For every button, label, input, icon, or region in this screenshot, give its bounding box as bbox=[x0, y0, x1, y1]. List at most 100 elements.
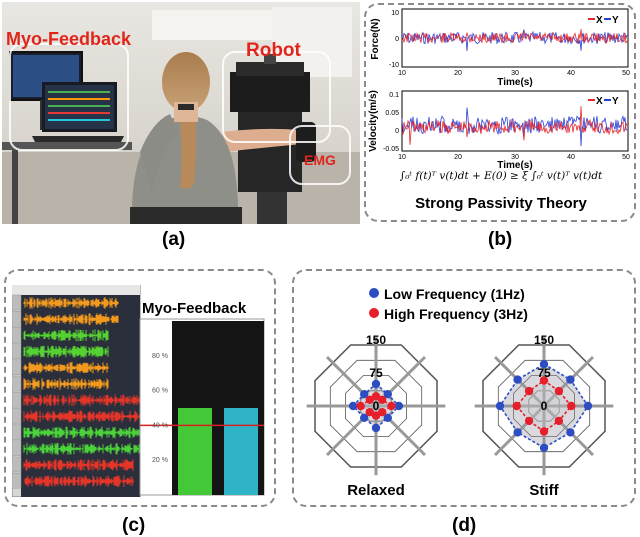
relaxed-series-low-point bbox=[383, 390, 392, 399]
legend-low-marker bbox=[369, 288, 379, 298]
stiff-series-high-point bbox=[554, 416, 564, 426]
stiff-series-high-point bbox=[539, 376, 549, 385]
force-xtick-30: 30 bbox=[511, 70, 519, 77]
emg-track-header bbox=[12, 375, 22, 392]
radar-stiff: 150 75 0 bbox=[474, 333, 614, 476]
force-xtick-40: 40 bbox=[567, 70, 575, 77]
velocity-legend: X Y bbox=[586, 93, 626, 107]
stiff-series-low-point bbox=[539, 360, 549, 369]
stiff-series-high-point bbox=[554, 386, 564, 396]
emg-track-header bbox=[12, 440, 22, 457]
vel-ytick-0.1: 0.1 bbox=[389, 92, 399, 99]
stiff-rtick-150: 150 bbox=[534, 333, 554, 347]
radar-relaxed-label: Relaxed bbox=[347, 482, 405, 499]
bar-ytick-20: 20 % bbox=[152, 457, 168, 464]
stiff-series-low-point bbox=[495, 401, 505, 411]
emg-tracks bbox=[12, 294, 143, 489]
legend-high-frequency: High Frequency (3Hz) bbox=[384, 306, 528, 322]
caption-b: (b) bbox=[488, 229, 513, 250]
emg-track-signal bbox=[23, 297, 119, 309]
bar-ytick-60: 60 % bbox=[152, 388, 168, 395]
force-ytick-0: 0 bbox=[395, 36, 399, 43]
panel-c-graphics: 80 % 60 % 40 % 20 % bbox=[12, 285, 265, 497]
vel-xtick-10: 10 bbox=[398, 154, 406, 161]
caption-d: (d) bbox=[452, 515, 477, 536]
relaxed-series-low-point bbox=[360, 390, 369, 399]
relaxed-series-low-point bbox=[383, 413, 392, 422]
panel-d-radars: Low Frequency (1Hz) High Frequency (3Hz)… bbox=[306, 286, 614, 499]
relaxed-series-low-point bbox=[394, 401, 404, 411]
stiff-series-high-point bbox=[539, 427, 549, 436]
vel-ytick-neg0.05: -0.05 bbox=[383, 146, 399, 153]
label-emg: EMG bbox=[304, 152, 336, 168]
bar-ytick-40: 40 % bbox=[152, 422, 168, 429]
stiff-series-low-point bbox=[513, 375, 522, 384]
emg-track-header bbox=[12, 294, 22, 311]
emg-track-header bbox=[12, 343, 22, 359]
velocity-legend-x: X bbox=[596, 96, 603, 107]
stiff-series-low-point bbox=[566, 428, 575, 437]
emg-track-signal bbox=[23, 475, 134, 488]
emg-track-signal bbox=[23, 345, 109, 358]
emg-track-header bbox=[12, 391, 22, 408]
panel-b-title: Strong Passivity Theory bbox=[415, 195, 587, 212]
stiff-series-high-point bbox=[524, 386, 534, 396]
panel-c-frame bbox=[4, 269, 276, 507]
emg-track-signal bbox=[23, 459, 134, 471]
stiff-series-low-point bbox=[539, 443, 549, 452]
emg-track-header bbox=[12, 359, 22, 376]
emg-track-signal bbox=[23, 410, 143, 423]
panel-b-plots: 10 0 -10 0.1 0.05 0 -0.05 10 20 30 40 50… bbox=[368, 8, 630, 171]
relaxed-series-high-point bbox=[371, 392, 381, 401]
stiff-series-low-point bbox=[513, 428, 522, 437]
stiff-series-low-point bbox=[566, 375, 575, 384]
emg-track-header bbox=[12, 408, 22, 424]
vel-ytick-0: 0 bbox=[395, 128, 399, 135]
stiff-grid-ring bbox=[528, 390, 560, 422]
relaxed-series-high-point bbox=[365, 408, 374, 417]
velocity-x-trace bbox=[401, 106, 628, 145]
velocity-legend-y: Y bbox=[612, 96, 619, 107]
force-xtick-50: 50 bbox=[622, 70, 630, 77]
relaxed-series-high-point bbox=[356, 401, 365, 411]
relaxed-rtick-75: 75 bbox=[369, 366, 383, 380]
panel-c-title: Myo-Feedback bbox=[142, 300, 247, 317]
emg-track-signal bbox=[23, 394, 143, 407]
velocity-ylabel: Velocity(m/s) bbox=[368, 90, 379, 152]
relaxed-series-low-point bbox=[371, 423, 381, 433]
relaxed-series-high-point bbox=[387, 401, 396, 411]
force-legend-y: Y bbox=[612, 15, 619, 26]
vel-xtick-50: 50 bbox=[622, 154, 630, 161]
vel-xtick-30: 30 bbox=[511, 154, 519, 161]
velocity-y-trace bbox=[401, 107, 628, 147]
emg-track-signal bbox=[23, 378, 109, 390]
force-ylabel: Force(N) bbox=[370, 18, 381, 59]
stiff-series-low-point bbox=[583, 401, 593, 411]
relaxed-series-low-point bbox=[360, 413, 369, 422]
force-x-trace bbox=[401, 28, 628, 45]
relaxed-series-high-point bbox=[378, 408, 387, 417]
emg-track-signal bbox=[23, 442, 143, 455]
velocity-xlabel: Time(s) bbox=[497, 160, 532, 171]
stiff-series-high-point bbox=[524, 416, 534, 426]
radar-stiff-label: Stiff bbox=[529, 482, 559, 499]
relaxed-series-high-point bbox=[371, 411, 381, 420]
label-robot: Robot bbox=[246, 40, 301, 61]
emg-track-signal bbox=[23, 426, 143, 439]
stiff-rtick-0: 0 bbox=[541, 399, 548, 413]
caption-a: (a) bbox=[162, 229, 186, 250]
feedback-bar-2 bbox=[224, 408, 258, 495]
relaxed-series-high-point bbox=[378, 395, 387, 404]
force-xtick-10: 10 bbox=[398, 70, 406, 77]
emg-track-header bbox=[12, 310, 22, 327]
emg-track-header bbox=[12, 472, 22, 489]
stiff-rtick-75: 75 bbox=[537, 366, 551, 380]
panel-d-frame bbox=[292, 269, 636, 507]
force-ytick-10: 10 bbox=[391, 10, 399, 17]
emg-track-signal bbox=[23, 313, 119, 326]
stiff-series-high-point bbox=[512, 401, 521, 411]
passivity-equation: ∫₀ᵗ f(t)ᵀ v(t)dt + E(0) ≥ ξ ∫₀ᵗ v(t)ᵀ v(… bbox=[399, 170, 603, 182]
emg-track-header bbox=[12, 327, 22, 343]
relaxed-grid-ring bbox=[345, 375, 407, 437]
